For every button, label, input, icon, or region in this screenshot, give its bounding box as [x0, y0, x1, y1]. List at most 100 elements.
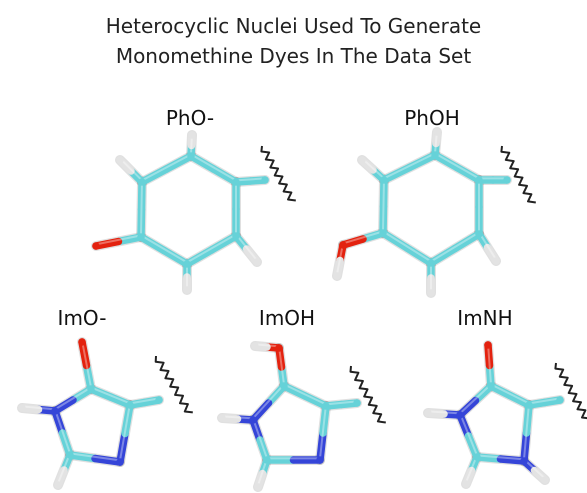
- bond-highlight: [361, 157, 385, 180]
- bond-half-c: [137, 178, 146, 214]
- atom-c: [263, 456, 271, 464]
- bond-highlight: [90, 386, 131, 405]
- label-imo-minus: ImO-: [57, 306, 107, 330]
- bond-highlight: [476, 454, 525, 461]
- bond-half-o: [78, 338, 91, 370]
- atom-h: [54, 481, 62, 489]
- bond-highlight: [140, 179, 143, 237]
- atom-c: [137, 233, 145, 241]
- bond-highlight: [54, 408, 71, 455]
- bond-half-c: [187, 152, 218, 173]
- bond-half-c: [451, 230, 483, 253]
- atom-c: [138, 178, 146, 186]
- bond-highlight: [54, 386, 92, 411]
- bond-half-c: [114, 233, 145, 246]
- bond-half-c: [403, 244, 435, 267]
- attachment-wavy-line: [349, 365, 386, 424]
- bond-highlight: [21, 405, 56, 411]
- bond-half-c: [121, 401, 134, 438]
- bond-half-o: [92, 237, 123, 250]
- bond-half-n: [116, 429, 129, 466]
- atom-h: [424, 409, 432, 417]
- atom-c: [353, 399, 361, 407]
- atom-h: [462, 480, 470, 488]
- bond-half-n: [520, 429, 531, 465]
- atom-h: [492, 257, 500, 265]
- atom-c: [473, 453, 481, 461]
- bond-highlight: [252, 383, 285, 420]
- bond-half-c: [379, 202, 388, 237]
- atom-c: [525, 401, 533, 409]
- bond-highlight: [490, 383, 530, 405]
- bond-half-n: [91, 454, 124, 466]
- bond-half-c: [183, 246, 216, 268]
- bond-half-n: [496, 455, 528, 465]
- atom-o: [275, 344, 283, 352]
- bond-highlight: [57, 452, 71, 485]
- bond-half-c: [431, 151, 461, 172]
- bond-highlight: [382, 177, 385, 233]
- atom-h: [333, 272, 341, 280]
- bond-highlight: [478, 231, 497, 261]
- bond-half-c: [473, 453, 505, 463]
- bond-highlight: [325, 400, 358, 406]
- bond-highlight: [283, 383, 327, 406]
- atom-c: [183, 260, 191, 268]
- atom-o: [339, 241, 347, 249]
- atom-c: [556, 396, 564, 404]
- label-imoh: ImOH: [258, 306, 316, 330]
- bond-highlight: [254, 343, 280, 348]
- atom-c: [155, 396, 163, 404]
- atom-c: [66, 451, 74, 459]
- bond-half-n: [316, 429, 327, 464]
- bond-half-c: [209, 165, 240, 186]
- bond-highlight: [235, 177, 266, 182]
- attachment-wavy-line: [500, 145, 536, 204]
- bond-half-c: [522, 401, 533, 437]
- atom-c: [475, 176, 483, 184]
- bond-highlight: [190, 153, 237, 182]
- atom-c: [475, 230, 483, 238]
- molecule-imoh: [217, 341, 386, 492]
- atom-c: [232, 178, 240, 186]
- bond-highlight: [119, 402, 131, 462]
- bond-half-c: [427, 244, 459, 267]
- bond-highlight: [459, 383, 492, 415]
- bond-highlight: [81, 339, 92, 389]
- bond-half-c: [379, 176, 388, 211]
- molecule-imo-minus: [17, 337, 193, 490]
- atom-o: [92, 242, 100, 250]
- label-phoh: PhOH: [404, 106, 460, 130]
- label-imnh: ImNH: [457, 306, 513, 330]
- bond-highlight: [235, 233, 258, 262]
- bond-half-c: [280, 382, 309, 400]
- atom-n: [51, 407, 59, 415]
- bond-half-c: [58, 429, 74, 459]
- bond-highlight: [119, 157, 143, 182]
- atom-n: [316, 456, 324, 464]
- molecule-phoh: [332, 127, 536, 298]
- bond-highlight: [342, 230, 384, 245]
- bond-half-n: [249, 399, 273, 424]
- atom-c: [187, 152, 195, 160]
- bond-highlight: [523, 402, 530, 461]
- atom-c: [322, 402, 330, 410]
- atom-h: [541, 476, 549, 484]
- atom-h: [218, 414, 226, 422]
- bond-highlight: [221, 415, 254, 420]
- bond-highlight: [528, 397, 561, 405]
- bond-half-c: [405, 151, 439, 172]
- bond-half-c: [138, 165, 171, 186]
- label-pho-minus: PhO-: [165, 106, 215, 130]
- bond-highlight: [141, 153, 192, 182]
- bond-highlight: [186, 233, 237, 264]
- bond-half-c: [464, 432, 481, 461]
- atom-c: [379, 229, 387, 237]
- atom-c: [126, 401, 134, 409]
- atom-h: [254, 483, 262, 491]
- bond-highlight: [427, 410, 461, 415]
- bond-highlight: [430, 231, 480, 263]
- bond-half-n: [51, 407, 67, 437]
- atom-c: [503, 176, 511, 184]
